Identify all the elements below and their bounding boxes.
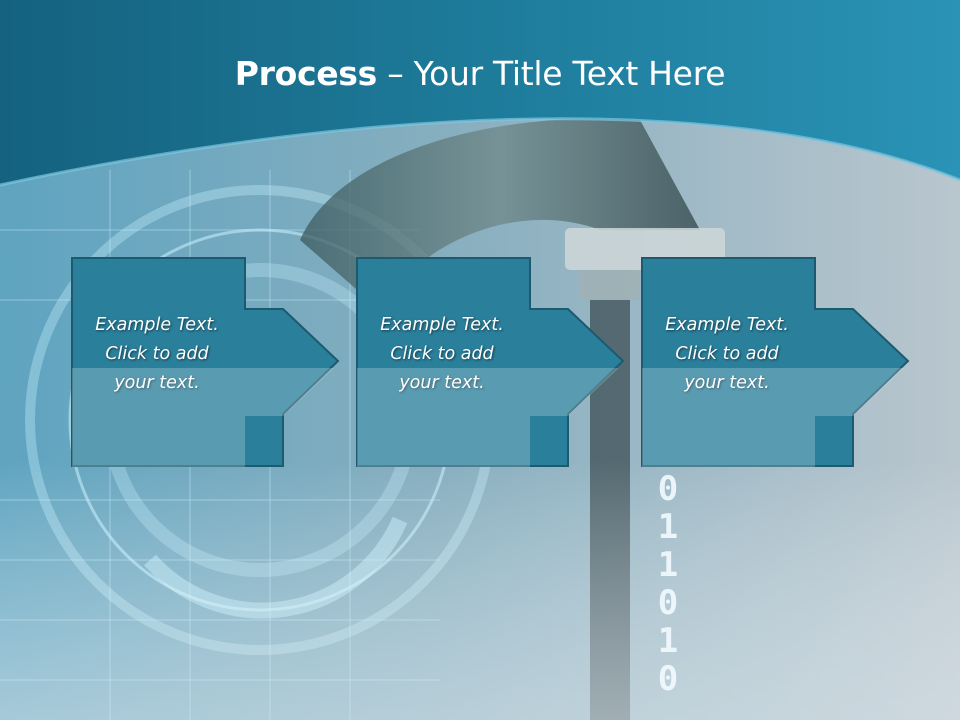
binary-digit: 0 <box>657 659 679 699</box>
step-line: Click to add <box>105 344 209 364</box>
arrow-box-shape <box>71 257 340 467</box>
title-rest: Your Title Text Here <box>413 54 726 93</box>
step-line: Click to add <box>390 344 494 364</box>
process-step-3[interactable]: Example Text. Click to add your text. <box>641 257 911 469</box>
step-line: your text. <box>684 373 770 393</box>
arrow-box-shape <box>641 257 910 467</box>
step-line: Click to add <box>675 344 779 364</box>
step-text[interactable]: Example Text. Click to add your text. <box>645 311 809 398</box>
process-step-1[interactable]: Example Text. Click to add your text. <box>71 257 341 469</box>
arrow-box-shape <box>356 257 625 467</box>
binary-digit: 1 <box>657 507 679 547</box>
binary-digit: 0 <box>657 583 679 623</box>
step-line: your text. <box>399 373 485 393</box>
title-strong: Process <box>234 54 378 93</box>
process-step-2[interactable]: Example Text. Click to add your text. <box>356 257 626 469</box>
binary-stream: 0 1 1 0 1 0 <box>648 470 688 698</box>
step-line: Example Text. <box>95 315 219 335</box>
step-line: your text. <box>114 373 200 393</box>
binary-digit: 1 <box>657 621 679 661</box>
binary-digit: 0 <box>657 469 679 509</box>
step-line: Example Text. <box>665 315 789 335</box>
slide-title[interactable]: Process – Your Title Text Here <box>0 52 960 96</box>
step-line: Example Text. <box>380 315 504 335</box>
step-text[interactable]: Example Text. Click to add your text. <box>75 311 239 398</box>
binary-digit: 1 <box>657 545 679 585</box>
title-separator: – <box>377 54 414 93</box>
step-text[interactable]: Example Text. Click to add your text. <box>360 311 524 398</box>
